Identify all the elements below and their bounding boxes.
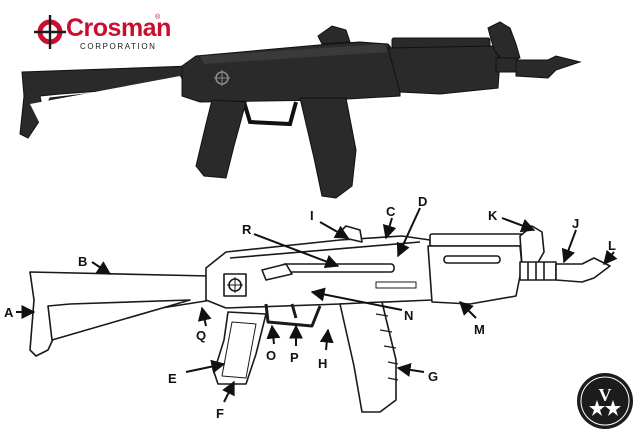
callout-F: F bbox=[216, 406, 224, 421]
leader-O bbox=[266, 324, 281, 345]
callout-H: H bbox=[318, 356, 327, 371]
drawing-handguard bbox=[427, 245, 523, 305]
callout-G: G bbox=[428, 369, 438, 384]
callout-C: C bbox=[386, 204, 396, 219]
photo-magazine bbox=[299, 97, 357, 199]
leader-D bbox=[396, 207, 421, 258]
stars-seal-icon: V bbox=[576, 372, 634, 430]
brand-name: Crosman bbox=[66, 14, 171, 42]
brand-logo: Crosman ® CORPORATION bbox=[34, 12, 171, 56]
leader-N bbox=[310, 287, 403, 311]
photo-grip bbox=[195, 99, 247, 179]
drawing-muzzle bbox=[555, 257, 611, 283]
callout-L: L bbox=[608, 238, 616, 253]
crosshair-icon bbox=[34, 15, 66, 49]
callout-R: R bbox=[242, 222, 252, 237]
callout-A: A bbox=[4, 305, 14, 320]
callout-N: N bbox=[404, 308, 413, 323]
leader-H bbox=[319, 328, 334, 351]
leader-J bbox=[561, 229, 577, 264]
callout-K: K bbox=[488, 208, 498, 223]
callout-D: D bbox=[418, 194, 427, 209]
callout-E: E bbox=[168, 371, 177, 386]
leader-F bbox=[222, 380, 235, 403]
callout-Q: Q bbox=[196, 328, 206, 343]
brand-subtitle: CORPORATION bbox=[80, 42, 157, 51]
leader-C bbox=[382, 217, 397, 240]
callout-leaders bbox=[16, 207, 618, 403]
rifle-line-drawing bbox=[29, 225, 611, 413]
leader-K bbox=[501, 217, 536, 233]
drawing-magazine bbox=[339, 301, 397, 413]
callout-P: P bbox=[290, 350, 299, 365]
leader-E bbox=[185, 359, 226, 374]
leader-R bbox=[253, 233, 340, 269]
leader-G bbox=[396, 362, 425, 377]
callout-labels: A B C D E F G H I J K L M N O P Q R bbox=[4, 194, 616, 421]
rifle-photo bbox=[19, 21, 582, 199]
seal-graphic bbox=[577, 373, 633, 429]
seal-letter: V bbox=[598, 385, 612, 405]
photo-muzzle bbox=[515, 55, 582, 79]
leader-L bbox=[603, 249, 618, 266]
callout-O: O bbox=[266, 348, 276, 363]
leader-Q bbox=[197, 306, 212, 327]
callout-M: M bbox=[474, 322, 485, 337]
photo-handguard bbox=[387, 45, 501, 95]
callout-J: J bbox=[572, 216, 579, 231]
registered-mark: ® bbox=[155, 14, 161, 21]
callout-I: I bbox=[310, 208, 314, 223]
callout-B: B bbox=[78, 254, 87, 269]
leader-I bbox=[319, 221, 350, 239]
leader-B bbox=[91, 261, 112, 275]
leader-M bbox=[459, 301, 477, 319]
